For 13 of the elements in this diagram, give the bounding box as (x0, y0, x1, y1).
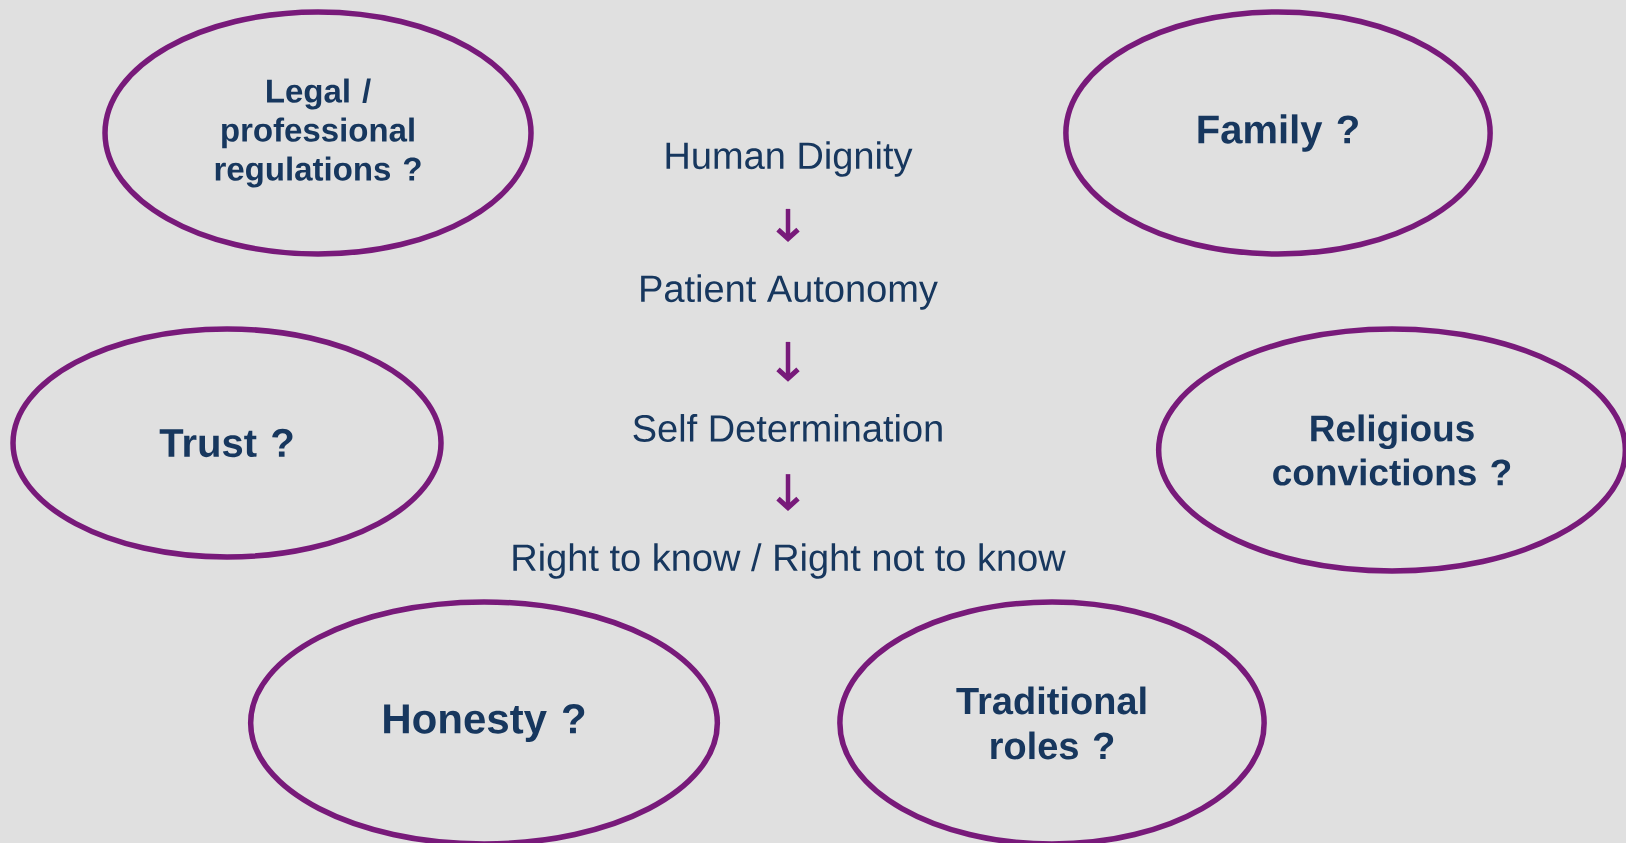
arrow (776, 474, 800, 512)
concept-text: Self Determination (633, 414, 942, 442)
ellipse-bubble: Trust ? (10, 326, 444, 560)
arrow (776, 208, 800, 243)
ellipse-bubble: Legal / professional regulations ? (102, 9, 534, 257)
ellipse-bubble: Traditional roles ? (837, 599, 1267, 843)
ellipse-bubble: Honesty ? (247, 599, 721, 843)
ellipse-bubble: Religious convictions ? (1155, 326, 1626, 574)
concept-text: Right to know / Right not to know (513, 543, 1066, 579)
ellipse-bubble: Family ? (1063, 9, 1493, 257)
arrow (776, 341, 800, 382)
concept-text: Patient Autonomy (641, 274, 938, 310)
concept-text: Human Dignity (666, 141, 913, 177)
